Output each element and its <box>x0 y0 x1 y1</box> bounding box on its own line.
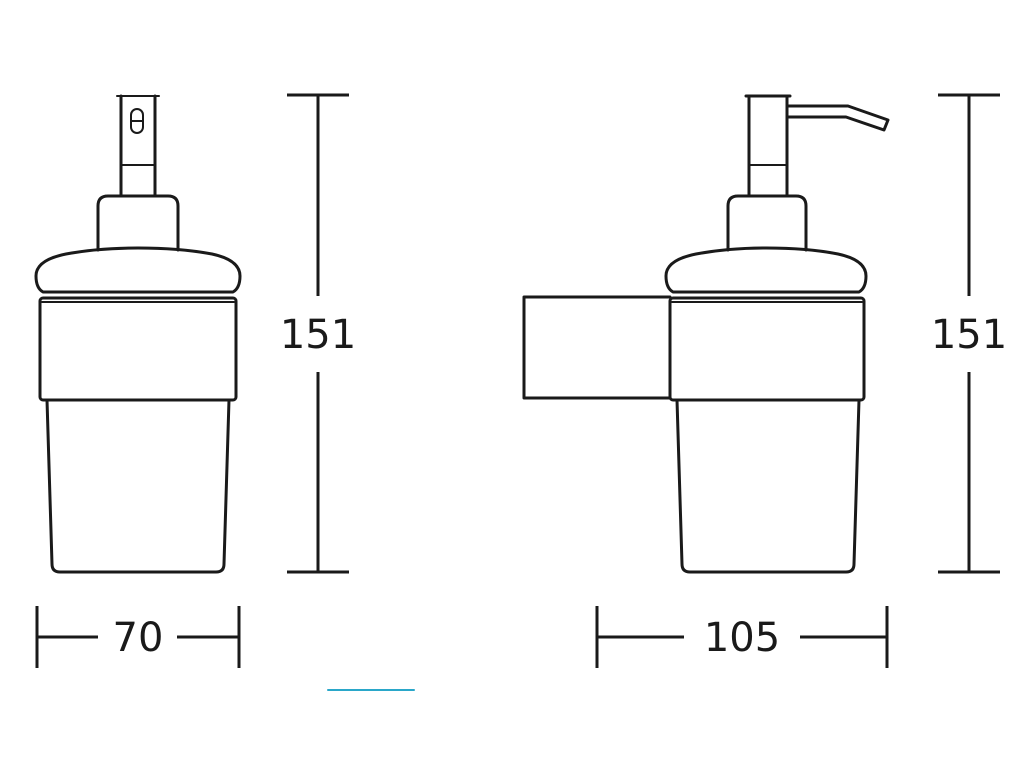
front-holder-band <box>38 296 238 402</box>
side-glass-container <box>675 398 861 574</box>
side-view <box>522 94 890 574</box>
front-glass-container <box>45 398 231 574</box>
front-lid <box>34 246 242 294</box>
side-height-label: 151 <box>931 312 1007 358</box>
front-width-label: 70 <box>113 615 164 661</box>
side-height-dimension: 151 <box>931 93 1007 574</box>
side-width-dimension: 105 <box>595 606 889 668</box>
side-width-label: 105 <box>704 615 780 661</box>
side-collar <box>726 194 808 252</box>
front-width-dimension: 70 <box>35 606 241 668</box>
side-lid <box>664 246 868 294</box>
front-height-label: 151 <box>280 312 356 358</box>
front-height-dimension: 151 <box>280 93 356 574</box>
front-collar <box>96 194 180 252</box>
side-wall-bracket <box>522 295 672 400</box>
lock-icon <box>130 108 144 134</box>
front-view <box>34 94 242 574</box>
side-pump-spout <box>785 104 890 132</box>
front-pump-stem <box>119 94 157 198</box>
side-holder-band <box>668 296 866 402</box>
side-pump-head <box>744 94 792 198</box>
